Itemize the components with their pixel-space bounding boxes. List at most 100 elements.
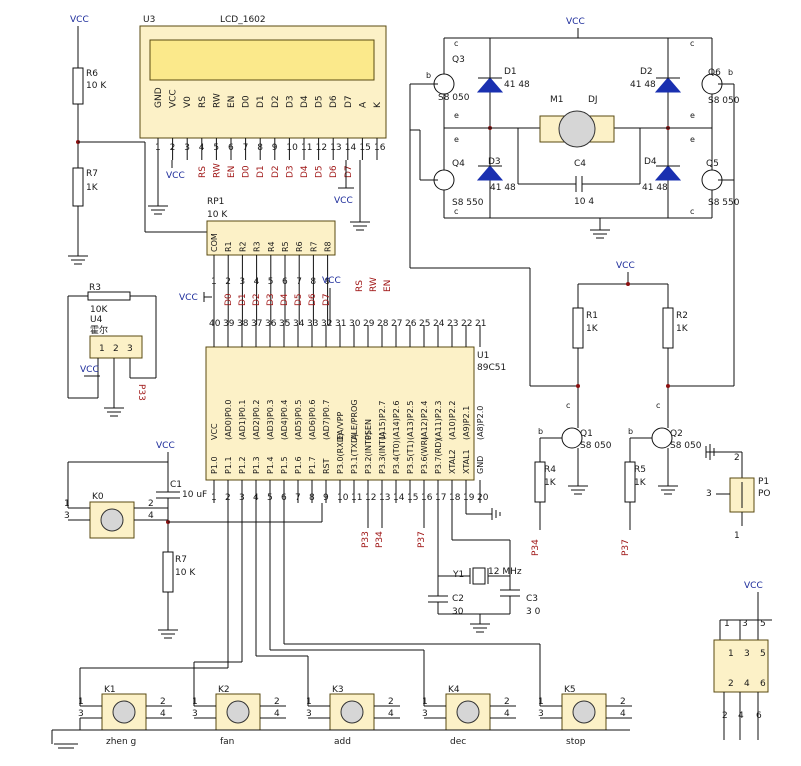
bridge-vcc-label: VCC <box>566 17 585 27</box>
rp1-pin-number: 4 <box>254 277 260 287</box>
u1-bottom-pin-name: P3.4(T0) <box>392 440 401 474</box>
u1-bottom-pin-number: 16 <box>421 493 433 503</box>
u1-bottom-pins: 1P1.02P1.13P1.24P1.35P1.46P1.57P1.68P1.7… <box>210 432 489 503</box>
resistor-r2 <box>662 307 674 349</box>
reset-circuit: VCC C1 10 uF K0 1 3 2 4 R7 10 K <box>64 441 323 639</box>
q6-type: S8 050 <box>708 96 740 106</box>
lcd-net-label: D2 <box>271 165 281 178</box>
button-pin-number: 3 <box>422 709 428 719</box>
u4-vcc-label: VCC <box>80 365 99 375</box>
lcd-pin-name: D3 <box>285 95 295 108</box>
p1-pin2: 2 <box>734 453 740 463</box>
q6-b: b <box>728 68 733 77</box>
hall-sensor: R3 10K U4 霍尔 1 2 3 VCC P33 <box>67 283 157 417</box>
c3-ref: C3 <box>526 594 538 604</box>
lcd-net-label: D6 <box>329 165 339 178</box>
u1-bottom-pin-number: 4 <box>253 493 259 503</box>
lcd-a-vcc-label: VCC <box>334 196 353 206</box>
u1-bottom-pin-name: P3.5(T1) <box>406 440 415 474</box>
resistor-r1 <box>572 307 584 349</box>
p0-net-label: D6 <box>308 293 318 306</box>
r7b-value: 10 K <box>175 568 196 578</box>
push-button-stop <box>572 700 596 724</box>
p0-net-label: D1 <box>238 293 248 306</box>
rp1-pin-name: R7 <box>309 241 318 252</box>
button-pin-number: 2 <box>620 697 626 707</box>
rp1-pin-name: R1 <box>224 241 233 252</box>
button-ref: K4 <box>448 685 460 695</box>
push-button-dec <box>456 700 480 724</box>
r7a-value: 1K <box>86 183 99 193</box>
u1-bottom-pin-name: P3.7(RD) <box>434 438 443 474</box>
u1-top-pin-number: 38 <box>237 319 249 329</box>
q2-b: b <box>628 427 633 436</box>
u4-label: 霍尔 <box>90 324 108 336</box>
q5-ref: Q5 <box>706 159 719 169</box>
header-vcc-label: VCC <box>744 581 763 591</box>
r2-ref: R2 <box>676 311 688 321</box>
p1-pin1: 1 <box>734 531 740 541</box>
u1-bottom-pin-name: P3.6(WR) <box>420 437 429 474</box>
ground-symbol <box>68 255 88 265</box>
lcd-pin-number: 7 <box>243 143 249 153</box>
u1-bottom-pin-number: 12 <box>365 493 376 503</box>
u1-top-pin-number: 37 <box>251 319 262 329</box>
p1-label: PO <box>758 489 771 499</box>
u1-top-pin-number: 34 <box>293 319 305 329</box>
lcd-pin-name: K <box>373 101 383 108</box>
k0-pin2: 2 <box>148 499 154 509</box>
k0-button[interactable] <box>100 508 124 532</box>
net-en-label: EN <box>383 280 393 292</box>
push-button-zhen-g <box>112 700 136 724</box>
lcd-vcc-label: VCC <box>166 171 185 181</box>
q2-ref: Q2 <box>670 429 683 439</box>
header-pin3: 3 <box>744 649 750 659</box>
transistor-q1 <box>561 427 583 449</box>
button-label: zhen g <box>106 737 136 747</box>
header-6pin: VCC 1 3 5 1 3 5 2 4 6 2 4 6 <box>713 581 772 740</box>
diode-d2 <box>654 77 682 93</box>
u1-top-pin-number: 25 <box>419 319 430 329</box>
r3-ref: R3 <box>89 283 101 293</box>
lcd-pin-name: D1 <box>256 95 266 108</box>
u3-name: LCD_1602 <box>220 15 266 25</box>
lcd-pin-name: EN <box>227 96 237 108</box>
r5-ref: R5 <box>634 465 646 475</box>
d1-ref: D1 <box>504 67 517 77</box>
u1-bottom-pin-name: P3.0(RXD) <box>336 433 345 474</box>
p0-net-label: D3 <box>266 293 276 306</box>
u1-top-pin-number: 28 <box>377 319 389 329</box>
r2-value: 1K <box>676 324 689 334</box>
u1-bottom-pin-name: P3.1(TXD) <box>350 434 359 474</box>
q1-c: c <box>566 401 570 410</box>
lcd-pin-number: 5 <box>213 143 219 153</box>
lcd-pin-number: 10 <box>286 143 298 153</box>
rp1-pin-name: R4 <box>267 241 276 252</box>
button-pin-number: 2 <box>388 697 394 707</box>
u1-top-pin-name: EA/VPP <box>336 411 345 440</box>
lcd-window <box>149 39 375 81</box>
q6-c: c <box>690 39 694 48</box>
rp1-pin-name: R2 <box>238 241 247 252</box>
header-pin3-top: 3 <box>742 619 748 629</box>
u1-bottom-pin-number: 15 <box>407 493 418 503</box>
rp1-vcc-label: VCC <box>179 293 198 303</box>
u1-bottom-pin-number: 5 <box>267 493 273 503</box>
lcd-pin-name: D5 <box>315 95 325 108</box>
button-label: fan <box>220 737 234 747</box>
q3-type: S8 050 <box>438 93 470 103</box>
lcd-pin-name: V0 <box>183 96 193 108</box>
button-label: stop <box>566 737 586 747</box>
p0-net-label: D0 <box>224 293 234 306</box>
diode-d4 <box>654 165 682 181</box>
q1-b: b <box>538 427 543 436</box>
u1-bottom-pin-name: P1.5 <box>280 456 289 474</box>
lcd-pin-name: RS <box>198 96 208 108</box>
u1-top-pin-number: 26 <box>405 319 417 329</box>
rp1-pin-name: COM <box>210 233 219 252</box>
lcd-pin-number: 3 <box>184 143 190 153</box>
u1-bottom-pin-number: 13 <box>379 493 390 503</box>
lcd-pin-name: VCC <box>169 89 179 108</box>
